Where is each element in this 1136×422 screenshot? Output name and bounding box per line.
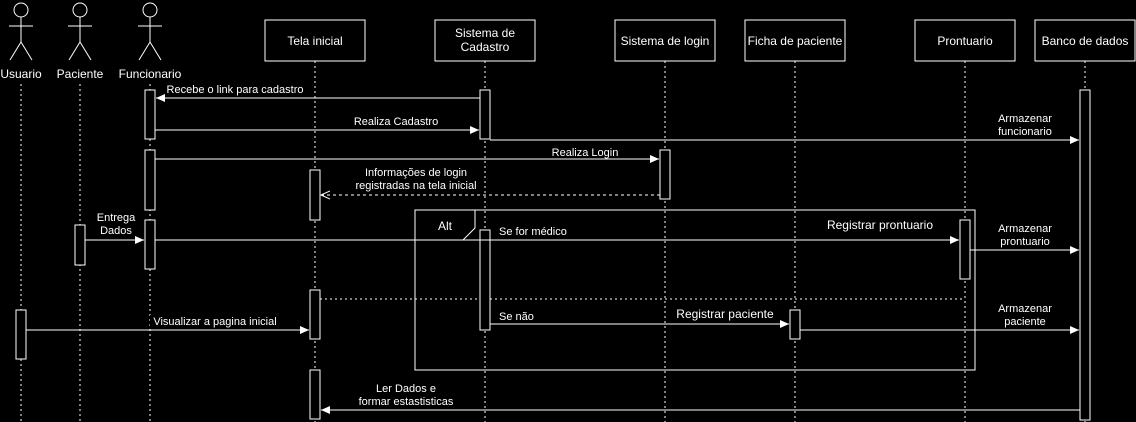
message-armazenar-funcionario: Armazenar funcionario [490, 110, 1079, 144]
message-label: paciente [1004, 316, 1046, 328]
alt-fragment-label: Alt [438, 219, 453, 233]
participant-box [614, 19, 716, 62]
activation-bar [659, 149, 671, 200]
activations [15, 89, 1091, 421]
message-realiza-login: Realiza Login [155, 145, 659, 163]
participant-label: Sistema de login [621, 34, 710, 48]
message-armazenar-paciente: Armazenar paciente [800, 300, 1079, 334]
message-label: prontuario [1000, 236, 1050, 248]
actor-paciente: Paciente [57, 2, 104, 422]
message-label: Armazenar [998, 113, 1052, 125]
activation-bar [144, 89, 156, 140]
participant-box [914, 19, 1016, 62]
stick-figure-icon [68, 2, 92, 61]
message-label: registradas na tela inicial [355, 180, 476, 192]
message-label: Recebe o link para cadastro [167, 84, 304, 96]
participant-banco-dados: Banco de dados [1034, 19, 1136, 422]
message-ler-dados: Ler Dados e formar estastisticas [321, 380, 1080, 414]
activation-bar [959, 219, 971, 280]
activation-bar [479, 229, 491, 331]
alt-fragment-frame [414, 209, 976, 371]
actor-funcionario: Funcionario [119, 2, 182, 422]
message-label: formar estastisticas [359, 396, 454, 408]
activation-bar [144, 149, 156, 211]
alt-fragment: Alt [320, 209, 976, 371]
message-label: Armazenar [998, 223, 1052, 235]
message-label: Informações de login [365, 167, 467, 179]
message-recebe-link: Recebe o link para cadastro [156, 83, 480, 102]
actor-label: Funcionario [119, 67, 182, 81]
participant-sistema-login: Sistema de login [614, 19, 716, 422]
actor-label: Paciente [57, 67, 104, 81]
participant-box [264, 19, 366, 62]
alt-fragment-tab [414, 209, 476, 241]
message-label: Realiza Cadastro [354, 116, 438, 128]
actor-usuario: Usuario [0, 2, 42, 422]
activation-bar [15, 309, 27, 360]
message-label: Registrar prontuario [827, 218, 933, 232]
participant-prontuario: Prontuario [914, 19, 1016, 422]
participant-label: Tela inicial [287, 34, 342, 48]
activation-bar [309, 169, 321, 221]
participant-tela-inicial: Tela inicial [264, 19, 366, 422]
activation-bar [1079, 89, 1091, 421]
message-label: Entrega [97, 212, 136, 224]
participant-label: Banco de dados [1042, 34, 1129, 48]
participant-ficha-paciente: Ficha de paciente [744, 19, 846, 422]
activation-bar [74, 224, 86, 266]
participant-label: Prontuario [937, 34, 993, 48]
message-label: Realiza Login [552, 147, 619, 159]
message-label: Se não [499, 311, 534, 323]
message-label: Dados [100, 225, 132, 237]
participant-box [744, 19, 846, 62]
message-realiza-cadastro: Realiza Cadastro [155, 115, 479, 134]
message-visualizar: Visualizar a pagina inicial [26, 315, 309, 334]
participant-label: Sistema de [455, 26, 515, 40]
stick-figure-icon [138, 2, 162, 61]
message-entrega-dados: Entrega Dados [85, 212, 144, 244]
message-se-nao: Se não Registrar paciente [490, 307, 789, 328]
message-info-login: Informações de login registradas na tela… [321, 164, 660, 195]
message-label: funcionario [998, 126, 1052, 138]
message-label: Se for médico [499, 226, 567, 238]
activation-bar [309, 289, 321, 340]
message-se-for-medico: Se for médico Registrar prontuario [155, 218, 959, 244]
message-armazenar-prontuario: Armazenar prontuario [970, 221, 1079, 254]
activation-bar [789, 309, 801, 340]
participant-box [1034, 19, 1136, 62]
actor-label: Usuario [0, 67, 42, 81]
activation-bar [144, 219, 156, 270]
stick-figure-icon [9, 2, 33, 61]
activation-bar [479, 89, 491, 140]
message-label: Ler Dados e [376, 383, 436, 395]
participant-label: Cadastro [461, 40, 510, 54]
participant-box [434, 19, 536, 62]
message-label: Registrar paciente [676, 307, 774, 321]
activation-bar [309, 369, 321, 420]
participant-label: Ficha de paciente [748, 34, 843, 48]
message-label: Armazenar [998, 303, 1052, 315]
message-label: Visualizar a pagina inicial [153, 316, 276, 328]
